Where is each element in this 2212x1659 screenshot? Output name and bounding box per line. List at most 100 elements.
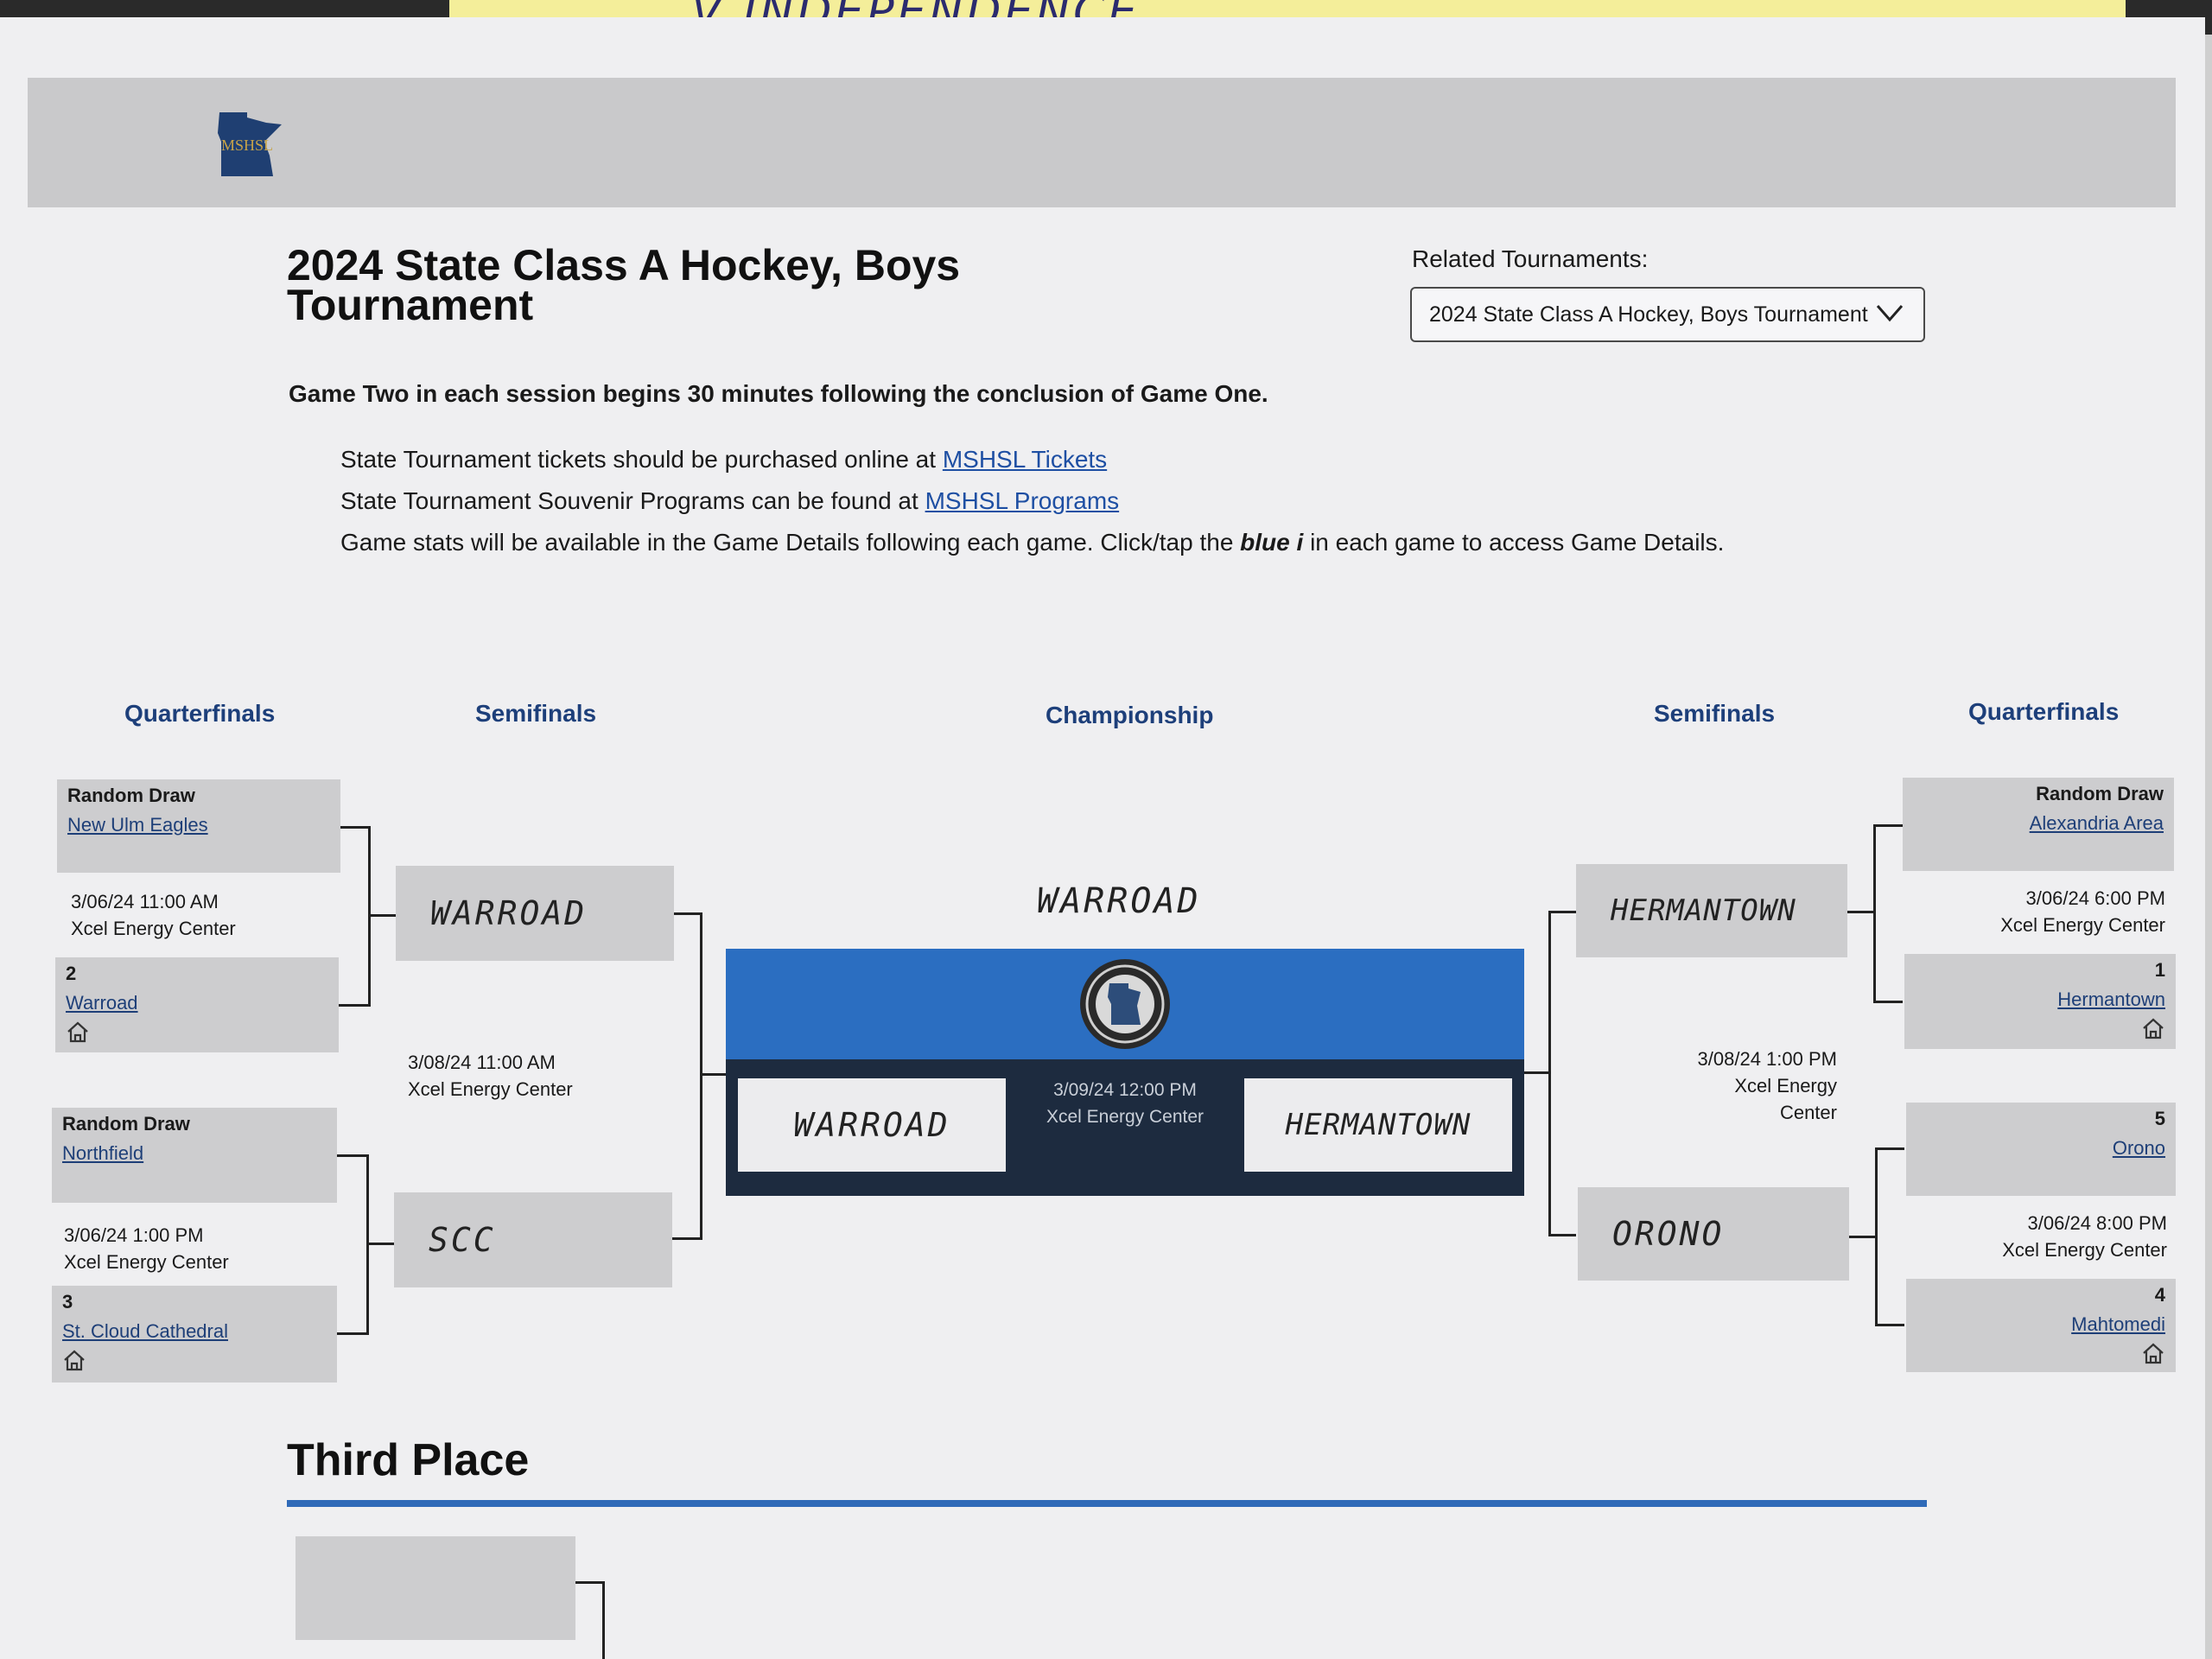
seed-label: Random Draw [2036, 783, 2164, 804]
mshsl-programs-link[interactable]: MSHSL Programs [925, 487, 1120, 514]
team-link-warroad[interactable]: Warroad [66, 992, 138, 1014]
team-link-northfield[interactable]: Northfield [62, 1142, 144, 1164]
tickets-text: State Tournament tickets should be purch… [340, 446, 937, 473]
related-tournaments-select[interactable]: 2024 State Class A Hockey, Boys Tourname… [1410, 287, 1925, 342]
game-date: 3/09/24 12:00 PM [1053, 1080, 1197, 1100]
game-venue: Xcel Energy Center [1734, 1075, 1837, 1123]
page-title: 2024 State Class A Hockey, Boys Tourname… [287, 241, 961, 329]
stats-text-pre: Game stats will be available in the Game… [340, 529, 1234, 556]
right-qf2-top-team[interactable]: 5 Orono [1906, 1103, 2176, 1196]
bracket-line [1873, 824, 1903, 827]
team-link-hermantown[interactable]: Hermantown [2057, 988, 2165, 1010]
left-qf2-game-info[interactable]: 3/06/24 1:00 PM Xcel Energy Center [64, 1222, 229, 1275]
seed-label: 5 [2154, 1108, 2165, 1129]
right-qf1-bottom-team[interactable]: 1 Hermantown [1904, 954, 2176, 1049]
bracket-line [337, 1154, 368, 1157]
left-sf-bottom-slot[interactable]: SCC [394, 1192, 672, 1287]
left-qf1-top-team[interactable]: Random Draw New Ulm Eagles [57, 779, 340, 873]
bracket-line [674, 912, 702, 915]
bracket-line [340, 826, 370, 829]
game-venue: Xcel Energy Center [2002, 1239, 2167, 1261]
right-qf1-game-info[interactable]: 3/06/24 6:00 PM Xcel Energy Center [1970, 885, 2165, 938]
seed-label: 2 [66, 963, 77, 984]
round-title-left-quarterfinals: Quarterfinals [124, 700, 276, 727]
bracket-line [1873, 824, 1876, 1002]
bracket-line [700, 912, 702, 1240]
bracket-line [1548, 911, 1551, 1236]
game-venue: Xcel Energy Center [1046, 1107, 1205, 1127]
bracket-line [602, 1581, 605, 1659]
left-qf1-game-info[interactable]: 3/06/24 11:00 AM Xcel Energy Center [71, 888, 236, 942]
programs-text: State Tournament Souvenir Programs can b… [340, 487, 918, 514]
bracket-line [1849, 1236, 1877, 1238]
handwritten-team: WARROAD [793, 1106, 950, 1144]
game-date: 3/06/24 6:00 PM [2025, 887, 2165, 909]
left-sf-game-info[interactable]: 3/08/24 11:00 AM Xcel Energy Center [408, 1049, 573, 1103]
seed-label: Random Draw [67, 785, 195, 806]
round-title-right-quarterfinals: Quarterfinals [1968, 698, 2120, 725]
bracket-line [1548, 911, 1576, 913]
home-icon [67, 1021, 88, 1043]
championship-game-info[interactable]: 3/09/24 12:00 PM Xcel Energy Center [1037, 1077, 1213, 1130]
seed-label: 1 [2154, 959, 2165, 981]
bracket-line [1847, 911, 1875, 913]
championship-right-slot[interactable]: HERMANTOWN [1244, 1078, 1512, 1172]
right-qf1-top-team[interactable]: Random Draw Alexandria Area [1903, 778, 2174, 871]
game-date: 3/06/24 11:00 AM [71, 891, 219, 912]
stats-info: Game stats will be available in the Game… [340, 529, 1724, 556]
home-icon [64, 1350, 85, 1371]
right-sf-bottom-slot[interactable]: ORONO [1578, 1187, 1849, 1281]
home-icon [2143, 1018, 2164, 1039]
handwritten-team: HERMANTOWN [1285, 1108, 1471, 1142]
third-place-slot[interactable] [296, 1536, 575, 1640]
round-title-left-semifinals: Semifinals [475, 700, 597, 727]
right-qf2-game-info[interactable]: 3/06/24 8:00 PM Xcel Energy Center [1970, 1210, 2167, 1263]
right-qf2-bottom-team[interactable]: 4 Mahtomedi [1906, 1279, 2176, 1372]
handwritten-team: ORONO [1612, 1215, 1725, 1253]
seed-label: Random Draw [62, 1113, 190, 1135]
game-date: 3/08/24 11:00 AM [408, 1052, 556, 1073]
third-place-title: Third Place [287, 1435, 530, 1485]
game-venue: Xcel Energy Center [2000, 914, 2165, 936]
stats-text-em: blue i [1240, 529, 1304, 556]
seed-label: 3 [62, 1291, 73, 1313]
mshsl-tickets-link[interactable]: MSHSL Tickets [942, 446, 1108, 473]
team-link-orono[interactable]: Orono [2112, 1137, 2165, 1159]
session-notice: Game Two in each session begins 30 minut… [289, 380, 1268, 407]
game-venue: Xcel Energy Center [64, 1251, 229, 1273]
game-venue: Xcel Energy Center [408, 1078, 573, 1100]
seed-label: 4 [2154, 1284, 2165, 1306]
bracket-line [1524, 1071, 1550, 1074]
left-sf-top-slot[interactable]: WARROAD [396, 866, 674, 961]
related-tournaments-value: 2024 State Class A Hockey, Boys Tourname… [1429, 302, 1868, 327]
bracket-line [1873, 1001, 1903, 1003]
left-qf2-bottom-team[interactable]: 3 St. Cloud Cathedral [52, 1286, 337, 1382]
right-sf-game-info[interactable]: 3/08/24 1:00 PM Xcel Energy Center [1675, 1046, 1837, 1126]
championship-left-slot[interactable]: WARROAD [738, 1078, 1006, 1172]
chevron-down-icon [1876, 305, 1904, 322]
left-qf2-top-team[interactable]: Random Draw Northfield [52, 1108, 337, 1203]
bracket-line [339, 1004, 370, 1007]
left-qf1-bottom-team[interactable]: 2 Warroad [55, 957, 339, 1052]
bracket-line [366, 1243, 394, 1245]
right-sf-top-slot[interactable]: HERMANTOWN [1576, 864, 1847, 957]
handwritten-team: WARROAD [430, 894, 588, 932]
third-place-divider [287, 1500, 1927, 1507]
bracket-line [337, 1332, 368, 1335]
bracket-line [368, 914, 396, 917]
game-date: 3/06/24 1:00 PM [64, 1224, 204, 1246]
bracket-line [1875, 1147, 1904, 1150]
handwritten-team: SCC [429, 1221, 496, 1259]
bracket-line [672, 1237, 702, 1240]
team-link-new-ulm-eagles[interactable]: New Ulm Eagles [67, 814, 208, 836]
team-link-alexandria-area[interactable]: Alexandria Area [2029, 812, 2164, 834]
mshsl-seal-icon [1080, 959, 1170, 1049]
game-date: 3/06/24 8:00 PM [2027, 1212, 2167, 1234]
champion-handwritten: WARROAD [1037, 881, 1201, 921]
header-banner [28, 78, 2176, 207]
home-icon [2143, 1343, 2164, 1364]
team-link-mahtomedi[interactable]: Mahtomedi [2071, 1313, 2165, 1335]
team-link-st-cloud-cathedral[interactable]: St. Cloud Cathedral [62, 1320, 228, 1342]
logo-text: MSHSL [221, 137, 273, 154]
mshsl-logo[interactable]: MSHSL [213, 107, 285, 180]
